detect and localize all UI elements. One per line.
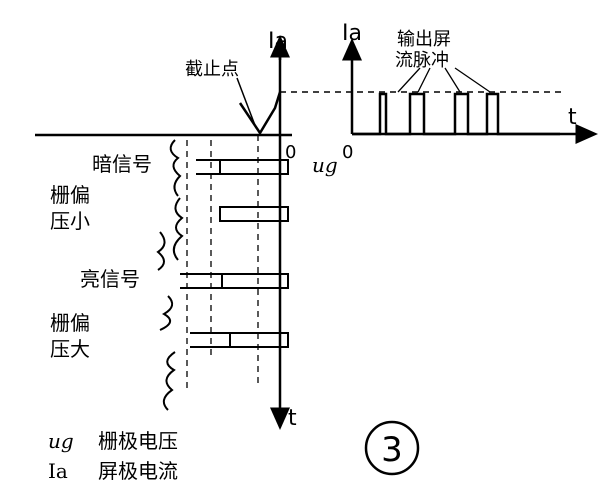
cutoff-label: 截止点 xyxy=(185,59,239,80)
left-ia-label: Ia xyxy=(268,29,288,54)
legend-ug-symbol: ug xyxy=(48,429,74,453)
characteristic-curve xyxy=(238,91,282,136)
signal-label-bright: 亮信号 xyxy=(80,267,140,291)
caption-line-2: 流脉冲 xyxy=(395,50,449,71)
signal-label-small-bias-1: 栅偏 xyxy=(50,183,90,207)
legend: ug 栅极电压 Ia 屏极电流 xyxy=(48,429,178,483)
pulse-dark-signal xyxy=(169,139,289,197)
pulse-bright-signal xyxy=(156,231,289,289)
right-origin-label: 0 xyxy=(342,142,353,163)
signal-label-dark: 暗信号 xyxy=(92,152,152,176)
right-t-label: t xyxy=(568,105,577,130)
caption-leader-1 xyxy=(397,67,421,93)
caption-leader-4 xyxy=(454,67,491,93)
figure-number: 3 xyxy=(381,430,403,470)
ug-axis-label: ug xyxy=(312,153,338,177)
right-graph: Ia 0 t 输出屏 流脉冲 xyxy=(342,21,598,163)
pulse-small-bias xyxy=(172,197,289,261)
right-ia-label: Ia xyxy=(342,21,362,46)
legend-ia-text: 屏极电流 xyxy=(98,459,178,483)
legend-ug-text: 栅极电压 xyxy=(98,429,178,453)
figure-number-badge: 3 xyxy=(364,420,420,476)
caption-leader-2 xyxy=(417,67,431,93)
signal-label-small-bias-2: 压小 xyxy=(50,209,90,233)
left-graph: Ia 截止点 0 ug t 暗信号 栅偏 压小 亮信号 栅偏 压大 xyxy=(35,29,565,431)
caption-line-1: 输出屏 xyxy=(397,29,451,50)
cutoff-pointer xyxy=(236,77,257,129)
caption-leader-3 xyxy=(444,67,461,93)
left-origin-label: 0 xyxy=(285,142,296,163)
signal-label-large-bias-2: 压大 xyxy=(50,337,90,361)
legend-ia-symbol: Ia xyxy=(48,459,68,483)
signal-label-large-bias-1: 栅偏 xyxy=(50,311,90,335)
pulse-large-bias xyxy=(159,295,289,411)
output-pulse-train xyxy=(352,92,560,136)
time-axis-label: t xyxy=(288,406,297,431)
